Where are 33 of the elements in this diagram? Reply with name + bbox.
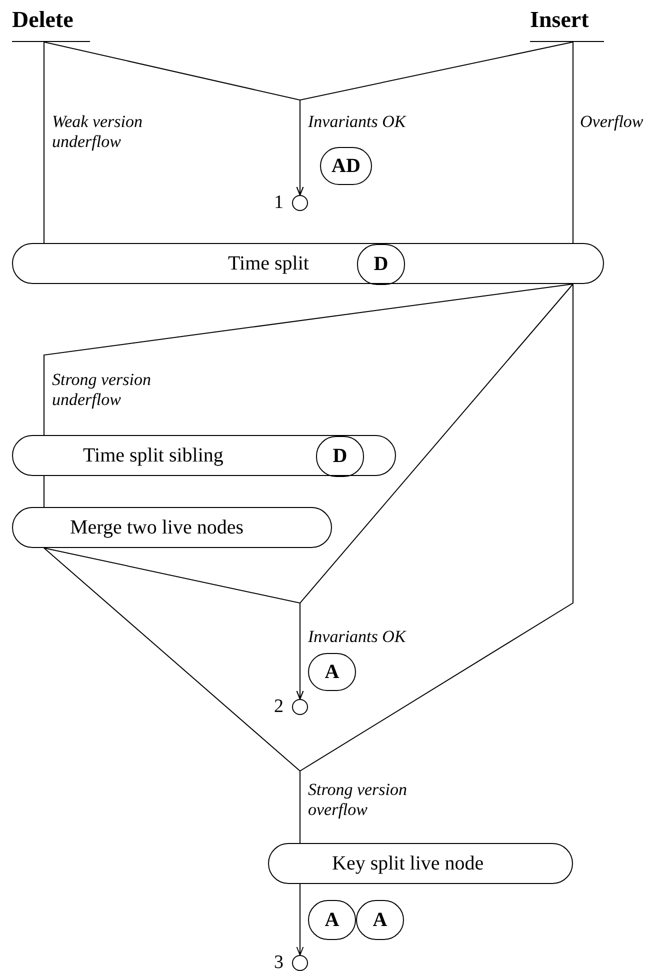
edge-label: Strong version underflow bbox=[52, 370, 152, 410]
state-number: 3 bbox=[274, 953, 284, 971]
state-circle bbox=[292, 699, 308, 715]
operation-heading: Insert bbox=[530, 6, 604, 42]
process-label: Merge two live nodes bbox=[70, 516, 244, 539]
state-number: 2 bbox=[274, 697, 284, 717]
status-badge: D bbox=[357, 244, 405, 285]
connector-line bbox=[44, 284, 574, 436]
arrow bbox=[296, 42, 574, 196]
edge-label: Invariants OK bbox=[308, 627, 408, 647]
status-badge: D bbox=[316, 436, 364, 477]
process-label: Time split bbox=[228, 252, 309, 275]
status-badge: A bbox=[356, 900, 404, 940]
state-circle bbox=[292, 195, 308, 211]
state-number: 1 bbox=[274, 193, 284, 213]
edge-label: Weak version underflow bbox=[52, 112, 144, 152]
process-band bbox=[12, 243, 604, 284]
edge-label: Strong version overflow bbox=[308, 780, 408, 820]
connector-line bbox=[572, 42, 574, 244]
edge-label: Overflow bbox=[580, 112, 644, 132]
process-label: Time split sibling bbox=[83, 444, 224, 467]
status-badge: A bbox=[308, 653, 356, 691]
process-band bbox=[12, 507, 332, 548]
process-label: Key split live node bbox=[332, 852, 484, 875]
arrow bbox=[296, 884, 304, 956]
status-badge: AD bbox=[320, 147, 372, 185]
operation-heading: Delete bbox=[12, 6, 90, 42]
process-band bbox=[268, 843, 573, 884]
arrow bbox=[44, 548, 304, 700]
state-circle bbox=[292, 955, 308, 971]
process-band bbox=[12, 435, 396, 476]
edge-label: Invariants OK bbox=[308, 112, 408, 132]
status-badge: A bbox=[308, 900, 356, 940]
